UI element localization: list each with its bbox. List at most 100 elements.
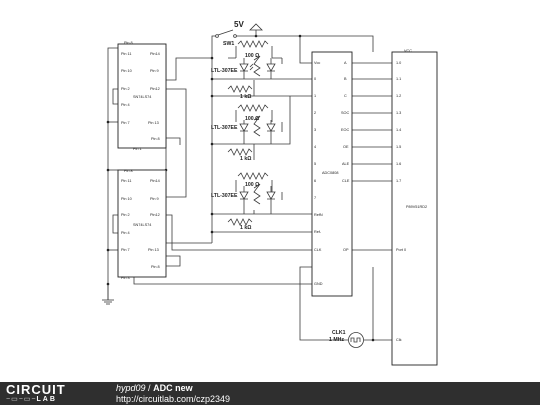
adc-right-pin-0: A (344, 61, 347, 65)
adc-left-pin-2: 1 (314, 94, 316, 98)
chip2-right-pin-3: Pin 13 (148, 248, 159, 252)
adc-right-pin-5: OE (343, 145, 349, 149)
chip2-name: SN74LS74 (133, 223, 151, 227)
adc-right-pin-6: ALE (342, 162, 350, 166)
resistor-1k-2 (227, 148, 253, 156)
adc-left-pin-11: CLK (314, 248, 322, 252)
mcu-pin-2: 1.2 (396, 94, 401, 98)
mcu-pin-1: 1.1 (396, 77, 401, 81)
led3-part: LTL-307EE (211, 193, 238, 199)
chip2-top-pin: Pin 8 (124, 169, 133, 173)
led3-r-top: 100 Ω (245, 182, 259, 188)
led2-r-bot: 1 kΩ (240, 156, 251, 162)
logo-text-top: CIRCUIT (6, 382, 66, 397)
chip2-left-pin-3: Pin 4 (121, 231, 130, 235)
adc-left-pin-3: 2 (314, 111, 316, 115)
resistor-1k-3 (227, 218, 253, 226)
chip2-right-pin-1: Pin 9 (150, 197, 159, 201)
chip-sn74ls74-top: Pin 8 Pin 11 Pin 10 Pin 2 Pin 4 Pin 7 SN… (117, 41, 167, 151)
led1-r-bot: 1 kΩ (240, 94, 251, 100)
mcu-pin-8: Port 0 (396, 248, 406, 252)
led-module-2: 100 Ω LTL-307EE 1 kΩ (211, 104, 276, 162)
adc-right-pin-4: EOC (341, 128, 349, 132)
adc-left-pin-12: GND (314, 282, 323, 286)
chip2-left-pin-4: Pin 7 (121, 248, 130, 252)
schematic-canvas: 5V SW1 Pin 8 Pin 11 Pin 10 Pin 2 Pin 4 P… (102, 20, 438, 366)
chip2-right-pin-2: Pin12 (150, 213, 160, 217)
chip1-right-pin-4: Pin 8 (151, 137, 160, 141)
mcu-pin-0: 1.0 (396, 61, 401, 65)
resistor-100-2 (237, 104, 269, 112)
logo-lab-text: LAB (36, 396, 57, 403)
chip2-right-pin-4: Pin 8 (151, 265, 160, 269)
led-module-1: 100 Ω LTL-307EE 1 kΩ (211, 40, 276, 100)
adc-right-pin-8: OP (343, 248, 349, 252)
chip1-left-pin-4: Pin 7 (121, 121, 130, 125)
chip-sn74ls74-bottom: Pin 8 Pin 11 Pin 10 Pin 2 Pin 4 Pin 7 Pi… (117, 169, 167, 280)
switch-sw1: SW1 (215, 29, 237, 47)
circuitlab-logo[interactable]: CIRCUIT −▭−▭−LAB (6, 383, 96, 404)
chip1-left-pin-0: Pin 11 (121, 52, 131, 56)
chip2-left-pin-1: Pin 10 (121, 197, 132, 201)
chip1-left-pin-1: Pin 10 (121, 69, 132, 73)
mcu-pin-6: 1.6 (396, 162, 401, 166)
led2-r-top: 100 Ω (245, 116, 259, 122)
circuit-url[interactable]: http://circuitlab.com/czp2349 (116, 394, 231, 404)
resistor-100-3 (237, 172, 269, 180)
adc-left-pin-4: 3 (314, 128, 316, 132)
chip2-right-pin-0: Pin14 (150, 179, 160, 183)
chip1-left-pin-3: Pin 4 (121, 103, 130, 107)
adc-left-pin-7: 6 (314, 179, 316, 183)
clock-source: CLK1 1 MHz (329, 330, 364, 348)
adc-left-pin-10: Ref- (314, 230, 322, 234)
adc-right-pin-3: SOC (341, 111, 349, 115)
led-module-3: 100 Ω LTL-307EE 1 kΩ (211, 172, 276, 231)
chip1-right-pin-1: Pin 9 (150, 69, 159, 73)
adc-left-pin-5: 4 (314, 145, 316, 149)
author-name[interactable]: hypd09 (116, 383, 146, 393)
wires (102, 35, 392, 341)
led1-r-top: 100 Ω (245, 53, 259, 59)
resistor-100-1 (237, 40, 269, 48)
clock-name: CLK1 (332, 330, 346, 336)
mcu-name: P89V51RD2 (406, 205, 427, 209)
chip-adc0808: Vcc 0 1 2 3 4 5 6 7 RefN Ref- CLK GND A … (311, 51, 353, 297)
clock-icon (348, 332, 364, 348)
logo-wire-glyph: −▭−▭− (6, 396, 37, 403)
chip1-right-pin-2: Pin12 (150, 87, 160, 91)
led2-part: LTL-307EE (211, 125, 238, 131)
adc-name: ADC0808 (322, 171, 338, 175)
adc-left-pin-1: 0 (314, 77, 316, 81)
adc-right-pin-7: CLE (342, 179, 350, 183)
led1-part: LTL-307EE (211, 68, 238, 74)
circuit-name[interactable]: ADC new (153, 383, 193, 393)
adc-left-pin-6: 5 (314, 162, 316, 166)
led3-r-bot: 1 kΩ (240, 225, 251, 231)
mcu-pin-7: 1.7 (396, 179, 401, 183)
chip1-top-pin: Pin 8 (124, 41, 133, 45)
resistor-1k-1 (227, 85, 253, 93)
adc-right-pin-2: C (344, 94, 347, 98)
adc-right-pin-1: B (344, 77, 347, 81)
footer-bar: CIRCUIT −▭−▭−LAB hypd09 / ADC new http:/… (0, 382, 540, 405)
mcu-pin-9: Clk (396, 338, 402, 342)
mcu-pin-3: 1.3 (396, 111, 401, 115)
chip-p89v51rd2: VCC 1.0 1.1 1.2 1.3 1.4 1.5 1.6 1.7 Port… (391, 49, 438, 366)
chip1-right-pin-0: Pin14 (150, 52, 160, 56)
switch-label: SW1 (223, 41, 234, 47)
title-separator: / (148, 383, 151, 393)
logo-text-bottom: −▭−▭−LAB (6, 396, 57, 404)
mcu-pin-4: 1.4 (396, 128, 401, 132)
adc-left-pin-9: RefN (314, 213, 323, 217)
mcu-vcc-pin: VCC (404, 49, 412, 53)
chip1-name: SN74LS74 (133, 95, 151, 99)
chip1-left-pin-2: Pin 2 (121, 87, 130, 91)
circuit-title: hypd09 / ADC new (116, 383, 193, 394)
supply-label: 5V (234, 20, 244, 29)
mcu-pin-5: 1.5 (396, 145, 401, 149)
adc-left-pin-8: 7 (314, 196, 316, 200)
supply-5v: 5V (234, 20, 263, 36)
chip2-left-pin-0: Pin 11 (121, 179, 131, 183)
chip1-extra-pin: Pin 1 (133, 147, 142, 151)
clock-freq: 1 MHz (329, 337, 344, 343)
